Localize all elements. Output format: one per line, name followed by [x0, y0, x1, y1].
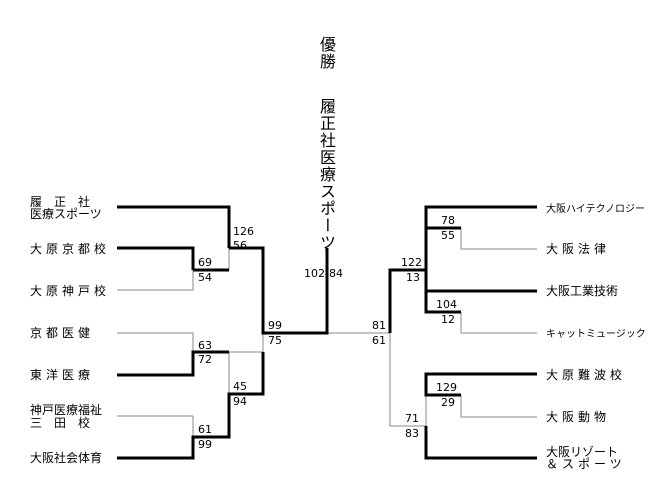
winning-paths [117, 205, 537, 460]
left-team-6-line1: 神戸医療福祉 [30, 403, 103, 417]
score-left-semi-b: 75 [268, 334, 282, 347]
score-final-right: 84 [329, 267, 343, 280]
champion-team-name: 履正社医療スポーツ [317, 98, 336, 251]
score-final-left: 102 [304, 267, 325, 280]
left-team-7: 大阪社会体育 [30, 451, 103, 465]
left-team-4: 京都医健 [30, 326, 95, 340]
left-team-6-line2: 三 田 校 [30, 416, 91, 430]
score-left-r2-d: 94 [233, 395, 247, 408]
right-team-7-line2: ＆スポーツ [546, 457, 626, 471]
right-team-1: 大阪ハイテクノロジー [546, 204, 645, 215]
score-right-r2-c: 71 [405, 412, 419, 425]
score-left-r1-f: 99 [198, 438, 212, 451]
right-team-2: 大阪法律 [546, 242, 611, 256]
right-team-3: 大阪工業技術 [546, 284, 619, 298]
score-left-r1-b: 54 [198, 271, 212, 284]
score-right-r1-e: 129 [436, 381, 457, 394]
score-right-r1-f: 29 [441, 396, 455, 409]
left-team-5: 東洋医療 [30, 368, 95, 382]
score-right-semi-b: 61 [372, 334, 386, 347]
left-team-1-line1: 履 正 社 [30, 195, 91, 209]
right-team-7-line1: 大阪リゾート [546, 445, 619, 459]
left-team-1-line2: 医療スポーツ [30, 207, 102, 221]
score-right-r2-d: 83 [405, 427, 419, 440]
score-right-r2-a: 122 [401, 256, 422, 269]
score-right-r1-a: 78 [441, 214, 455, 227]
left-team-2: 大原京都校 [30, 242, 111, 256]
score-left-r2-a: 126 [233, 225, 254, 238]
score-right-r2-b: 13 [406, 271, 420, 284]
score-right-semi-a: 81 [372, 319, 386, 332]
score-left-r1-e: 61 [198, 423, 212, 436]
score-right-r1-b: 55 [441, 229, 455, 242]
score-right-r1-c: 104 [436, 298, 457, 311]
left-team-3: 大原神戸校 [30, 284, 111, 298]
score-left-r2-b: 56 [233, 239, 247, 252]
right-team-4: キャットミュージック [546, 329, 646, 340]
score-right-r1-d: 12 [441, 313, 455, 326]
score-left-r1-c: 63 [198, 339, 212, 352]
right-team-6: 大阪動物 [546, 410, 611, 424]
score-left-semi-a: 99 [268, 319, 282, 332]
score-left-r1-a: 69 [198, 256, 212, 269]
score-left-r2-c: 45 [233, 380, 247, 393]
champion-title: 優勝 [317, 36, 336, 70]
score-left-r1-d: 72 [198, 353, 212, 366]
right-team-5: 大原難波校 [546, 368, 627, 382]
